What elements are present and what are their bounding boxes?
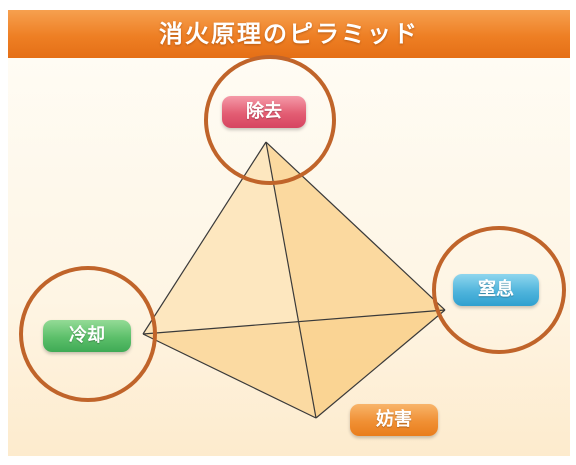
ring-top [204,55,336,185]
edge-left-right [142,309,446,335]
page-title: 消火原理のピラミッド [159,20,419,48]
pyramid-diagram [19,55,566,419]
label-chissoku: 窒息 [453,274,539,306]
ring-right [432,226,566,354]
edge-apex-front [265,141,317,419]
edge-front-right [315,309,446,419]
label-bougai: 妨害 [350,404,438,436]
pyramid-base [143,310,445,418]
diagram-frame: 消火原理のピラミッド 除去 窒息 冷却 妨害 [8,10,570,456]
label-reikyaku: 冷却 [43,320,131,352]
edge-apex-right [265,141,446,311]
ring-left [19,266,157,402]
title-banner: 消火原理のピラミッド [8,10,570,58]
label-jokyo: 除去 [222,96,306,128]
edge-apex-left [142,141,267,335]
edge-left-front [142,333,317,419]
